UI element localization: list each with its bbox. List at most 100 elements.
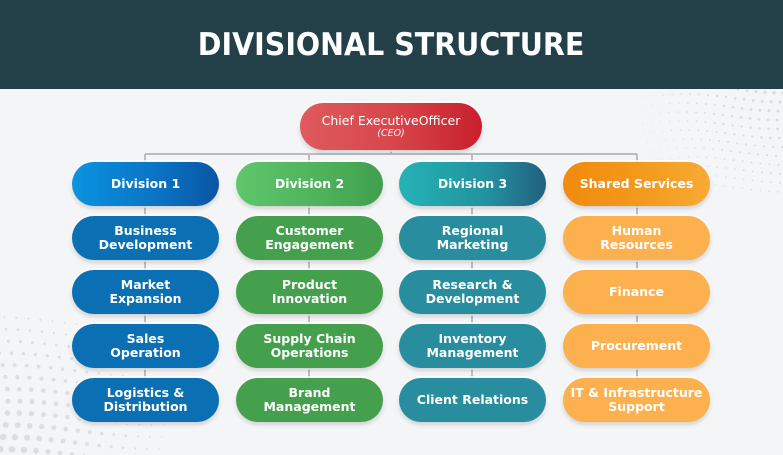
decor-dot [730,115,734,118]
node-label-line2: Development [98,237,193,252]
decor-dot [8,445,16,453]
decor-dot [41,388,46,393]
decor-dot [33,447,39,454]
decor-dot [70,357,73,360]
decor-dot [713,121,716,125]
node-label-line1: Product [281,277,338,292]
decor-dot [723,158,726,160]
decor-dot [3,374,8,380]
human-resources-node[interactable]: Human Resources [563,216,710,260]
division-1-node[interactable]: Division 1 [72,162,219,206]
decor-dot [124,434,128,438]
decor-dot [658,149,660,151]
decor-dot [45,354,50,358]
decor-dot [53,389,58,394]
node-label-line1: Logistics & [106,385,185,400]
research-development-node[interactable]: Research & Development [399,270,546,314]
node-label-line1: Inventory [438,331,507,346]
decor-dot [109,445,113,449]
regional-marketing-node[interactable]: Regional Marketing [399,216,546,260]
decor-dot [733,133,736,136]
it-infrastructure-support-node[interactable]: IT & Infrastructure Support [563,378,710,422]
decor-dot [652,131,654,133]
decor-dot [162,424,165,426]
decor-dot [16,386,22,392]
decor-dot [749,108,753,111]
ceo-node[interactable]: Chief ExecutiveOfficer (CEO) [300,103,482,150]
decor-dot [15,316,18,319]
decor-dot [777,191,780,193]
decor-dot [722,122,725,126]
node-label-line2: Operations [270,345,349,360]
division-3-node[interactable]: Division 3 [399,162,546,206]
brand-management-node[interactable]: Brand Management [236,378,383,422]
decor-dot [9,351,14,355]
decor-dot [677,111,679,113]
decor-dot [740,107,744,110]
decor-dot [17,398,23,404]
decor-dot [52,331,56,335]
inventory-management-node[interactable]: Inventory Management [399,324,546,368]
customer-engagement-node[interactable]: Customer Engagement [236,216,383,260]
decor-dot [682,138,684,140]
decor-dot [121,374,124,377]
decor-dot [660,121,662,123]
decor-dot [751,179,754,182]
logistics-distribution-node[interactable]: Logistics & Distribution [72,378,219,422]
node-label-line2: Development [425,291,520,306]
decor-dot [724,95,728,99]
decor-dot [758,126,761,130]
shared-services-node[interactable]: Shared Services [563,162,710,206]
decor-dot [742,178,745,181]
decor-dot [673,138,675,141]
decor-dot [718,140,721,142]
decor-dot [146,448,149,450]
decor-dot [771,145,775,149]
procurement-node[interactable]: Procurement [563,324,710,368]
supply-chain-operations-node[interactable]: Supply Chain Operations [236,324,383,368]
finance-node[interactable]: Finance [563,270,710,314]
decor-dot [16,410,23,416]
decor-dot [51,320,54,323]
decor-dot [772,91,776,95]
decor-dot [28,387,34,393]
client-relations-node[interactable]: Client Relations [399,378,546,422]
decor-dot [716,166,718,168]
decor-dot [749,126,752,129]
decor-dot [740,125,743,128]
business-development-node[interactable]: Business Development [72,216,219,260]
decor-dot [745,89,749,92]
decor-dot [757,117,761,121]
division-2-node[interactable]: Division 2 [236,162,383,206]
decor-dot [676,147,678,149]
decor-dot [712,148,714,150]
product-innovation-node[interactable]: Product Innovation [236,270,383,314]
decor-dot [733,96,737,100]
decor-dot [60,438,66,444]
decor-dot [704,103,707,106]
decor-dot [100,431,104,436]
decor-dot [695,120,698,123]
decor-dot [652,159,654,161]
decor-dot [4,386,10,392]
market-expansion-node[interactable]: Market Expansion [72,270,219,314]
sales-operation-node[interactable]: Sales Operation [72,324,219,368]
decor-dot [767,127,770,131]
decor-dot [133,447,137,450]
node-label-line1: Client Relations [416,392,529,407]
decor-dot [661,130,663,132]
decor-dot [776,109,780,113]
decor-dot [148,436,151,438]
decor-dot [700,138,702,141]
decor-dot [36,364,41,369]
decor-dot [28,329,32,332]
decor-dot [0,351,2,355]
decor-dot [40,330,44,333]
decor-dot [39,318,42,321]
decor-dot [48,365,53,370]
decor-dot [0,363,5,367]
decor-dot [742,134,745,137]
decor-dot [697,129,700,132]
decor-dot [727,141,730,144]
decor-dot [30,341,34,345]
